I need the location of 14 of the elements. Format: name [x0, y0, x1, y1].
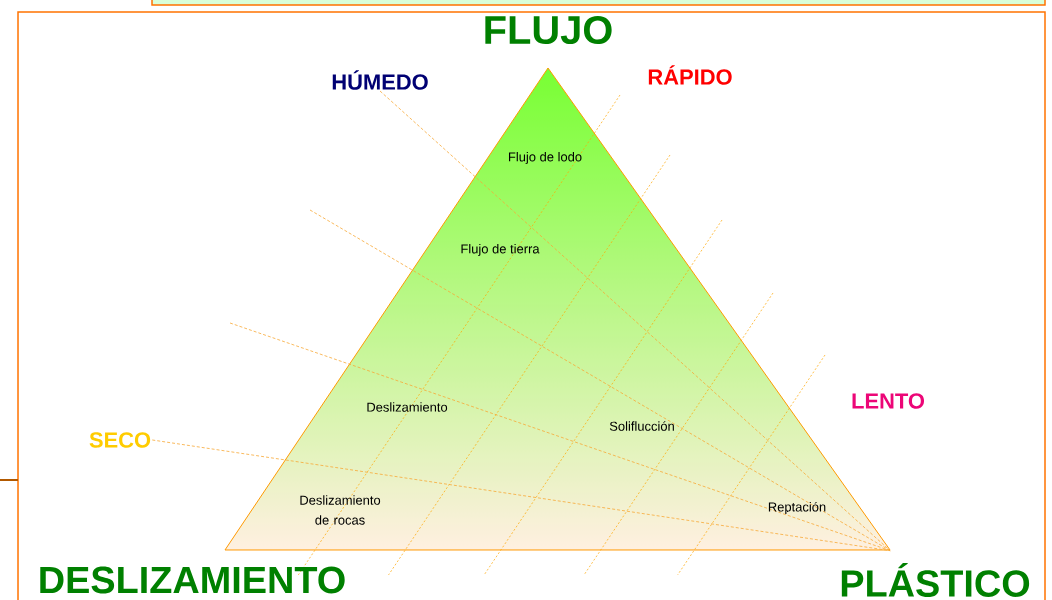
dashed-line [229, 322, 891, 552]
region-label: Reptación [768, 501, 826, 515]
heading: PLÁSTICO [841, 563, 1030, 597]
region-label: Deslizamiento de rocas [300, 495, 381, 525]
heading: DESLIZAMIENTO [40, 566, 345, 594]
heading: RÁPIDO [648, 65, 732, 85]
dashed-line [379, 90, 891, 552]
heading: LENTO [852, 393, 924, 409]
region-label: Flujo de tierra [461, 243, 540, 256]
region-label: Deslizamiento [367, 402, 448, 412]
dashed-line [151, 439, 891, 552]
axis-label: SECO [89, 432, 151, 448]
region-label: Soliflucción [609, 421, 674, 431]
region-label: Flujo de lodo [509, 151, 582, 164]
